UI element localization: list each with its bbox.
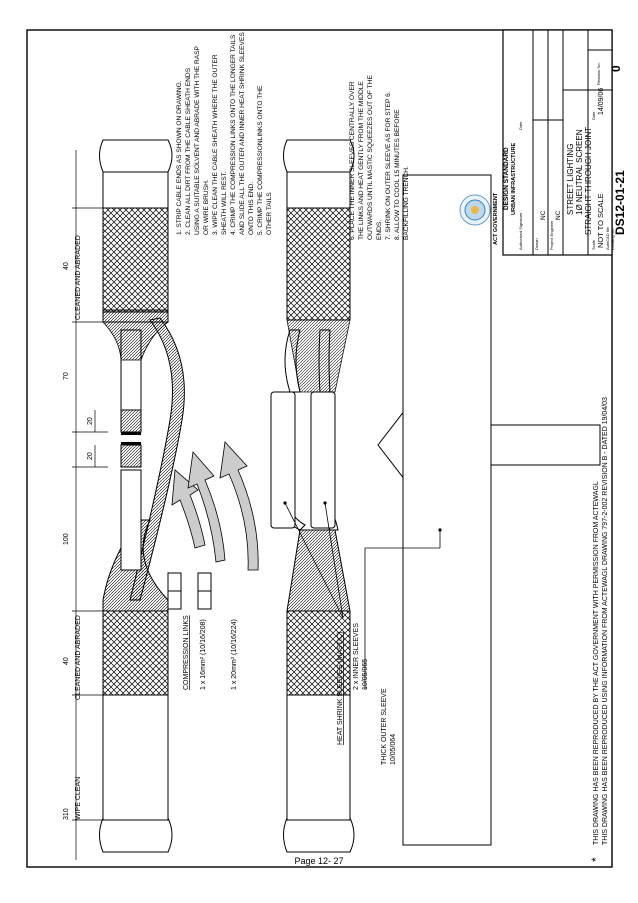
act-crest-icon xyxy=(459,194,491,226)
dimension-labels: 310 WIPE CLEAN 40 CLEANED AND ABRADED 10… xyxy=(63,235,94,820)
tb-date: 14/09/06 xyxy=(598,88,605,115)
tb-author-label: Authorised Signature xyxy=(518,212,523,250)
tb-date2-label: Date xyxy=(591,111,596,120)
sleeves-title: HEAT SHRINK SLEEVES (MASTIC) xyxy=(337,632,344,745)
tb-file-label: AutoCAD file xyxy=(605,226,610,250)
cable-stripped xyxy=(99,139,259,853)
tb-title-2: 1Ø NEUTRAL SCREEN xyxy=(575,129,584,215)
note-line: ENDS. xyxy=(376,220,383,240)
dim-100: 100 xyxy=(63,533,70,545)
dim-20-right: 20 xyxy=(87,417,94,425)
note-line: 4. CRIMP THE COMPRESSION LINKS ONTO THE … xyxy=(230,34,237,235)
note-line: 7. SHRINK ON OUTER SLEEVE AS FOR STEP 6. xyxy=(385,91,392,240)
page-footer: Page 12- 27 xyxy=(294,856,344,866)
tb-gov: ACT GOVERNMENT xyxy=(493,192,499,245)
notice-star: * xyxy=(589,857,603,862)
tb-dwg-number: DS12-01-21 xyxy=(613,170,627,235)
dim-40-left: 40 xyxy=(63,657,70,665)
sheet-border xyxy=(26,29,613,868)
outer-sleeve: THICK OUTER SLEEVE xyxy=(381,688,388,765)
compression-links-label: COMPRESSION LINKS 1 x 16mm² (10/16/208) … xyxy=(183,615,238,690)
compression-link-symbols xyxy=(167,572,212,610)
tb-std1: DESIGN STANDARD xyxy=(503,147,510,210)
tb-title-3: STRAIGHT THROUGH JOINT xyxy=(584,127,593,235)
note-line: ONTO THIS END. xyxy=(248,182,255,235)
note-line: SHEATH WILL REST. xyxy=(221,171,228,235)
note-line: 5. CRIMP THE COMPRESSIONLINKS ONTO THE xyxy=(257,85,264,235)
note-line: OUTWARDS UNTIL MASTIC SQUEEZES OUT OF TH… xyxy=(367,75,374,240)
dimension-lines xyxy=(72,150,108,860)
dim-310: 310 xyxy=(63,808,70,820)
note-line: 2. CLEAN ALL DIRT FROM THE CABLE SHEATH … xyxy=(185,67,192,235)
title-block: ACT GOVERNMENT DESIGN STANDARD URBAN INF… xyxy=(459,29,627,256)
tb-rev: 0 xyxy=(609,65,623,72)
note-line: 8. ALLOW TO COOL 15 MINUTES BEFORE xyxy=(394,109,401,240)
dim-70: 70 xyxy=(63,372,70,380)
tb-checked-value: NC xyxy=(555,210,562,220)
tb-std2: URBAN INFRASTRUCTURE xyxy=(511,143,517,215)
tb-title-1: STREET LIGHTING xyxy=(566,144,575,215)
sleeves-label: HEAT SHRINK SLEEVES (MASTIC) 2 x INNER S… xyxy=(337,623,397,765)
dim-wipe-clean: WIPE CLEAN xyxy=(75,777,82,820)
tb-rev-label: Revision No. xyxy=(596,62,601,85)
reproduction-notice: * THIS DRAWING HAS BEEN REPRODUCED BY TH… xyxy=(589,397,609,862)
note-line: OR WIRE BRUSH. xyxy=(203,179,210,235)
note-line: 6. PLACE THE INNER SLEEVES CENTRALLY OVE… xyxy=(349,81,356,240)
notes-steps-6-8: 6. PLACE THE INNER SLEEVES CENTRALLY OVE… xyxy=(349,75,410,240)
dim-cleaned-abraded-left: CLEANED AND ABRADED xyxy=(75,615,82,700)
link-16mm: 1 x 16mm² (10/16/208) xyxy=(200,619,207,690)
tb-scale-label: Scale xyxy=(591,239,596,250)
link-20mm: 1 x 20mm² (10/16/224) xyxy=(231,619,238,690)
compression-links-title: COMPRESSION LINKS xyxy=(183,615,190,690)
dim-20-left: 20 xyxy=(87,452,94,460)
note-line: OTHER TAILS xyxy=(266,192,273,235)
dim-cleaned-abraded-right: CLEANED AND ABRADED xyxy=(75,235,82,320)
note-line: AND SLIDE ALL THE OUTER AND INNER HEAT S… xyxy=(239,32,246,235)
tb-drawn-label: Drawn xyxy=(534,238,539,250)
tb-dwg-label: Drawing No. xyxy=(610,228,615,250)
tb-drawn-value: NC xyxy=(540,210,547,220)
tb-checked-label: Project Engineer xyxy=(549,220,554,250)
tb-scale: NOT TO SCALE xyxy=(596,193,605,248)
inner-sleeves: 2 x INNER SLEEVES xyxy=(353,623,360,690)
notice-line-2: THIS DRAWING HAS BEEN REPRODUCED USING I… xyxy=(602,397,609,845)
outer-sleeve-code: 10/05/064 xyxy=(390,734,397,765)
note-line: BACKFILLING TRENCH. xyxy=(403,166,410,240)
notes-steps-1-5: 1. STRIP CABLE ENDS AS SHOWN ON DRAWING.… xyxy=(176,32,273,235)
note-line: THE LINKS AND HEAT GENTLY FROM THE MIDDL… xyxy=(358,81,365,240)
note-line: USING A SUITABLE SOLVENT AND ABRADE WITH… xyxy=(194,45,201,235)
dim-40-right: 40 xyxy=(63,262,70,270)
note-line: 3. WIPE CLEAN THE CABLE SHEATH WHERE THE… xyxy=(212,54,219,235)
inner-sleeves-code: 10/05/065 xyxy=(362,659,369,690)
cable-assembled xyxy=(270,139,601,853)
notice-line-1: THIS DRAWING HAS BEEN REPRODUCED BY THE … xyxy=(593,481,600,845)
tb-date-label: Date xyxy=(518,121,523,130)
note-line: 1. STRIP CABLE ENDS AS SHOWN ON DRAWING. xyxy=(176,80,183,235)
